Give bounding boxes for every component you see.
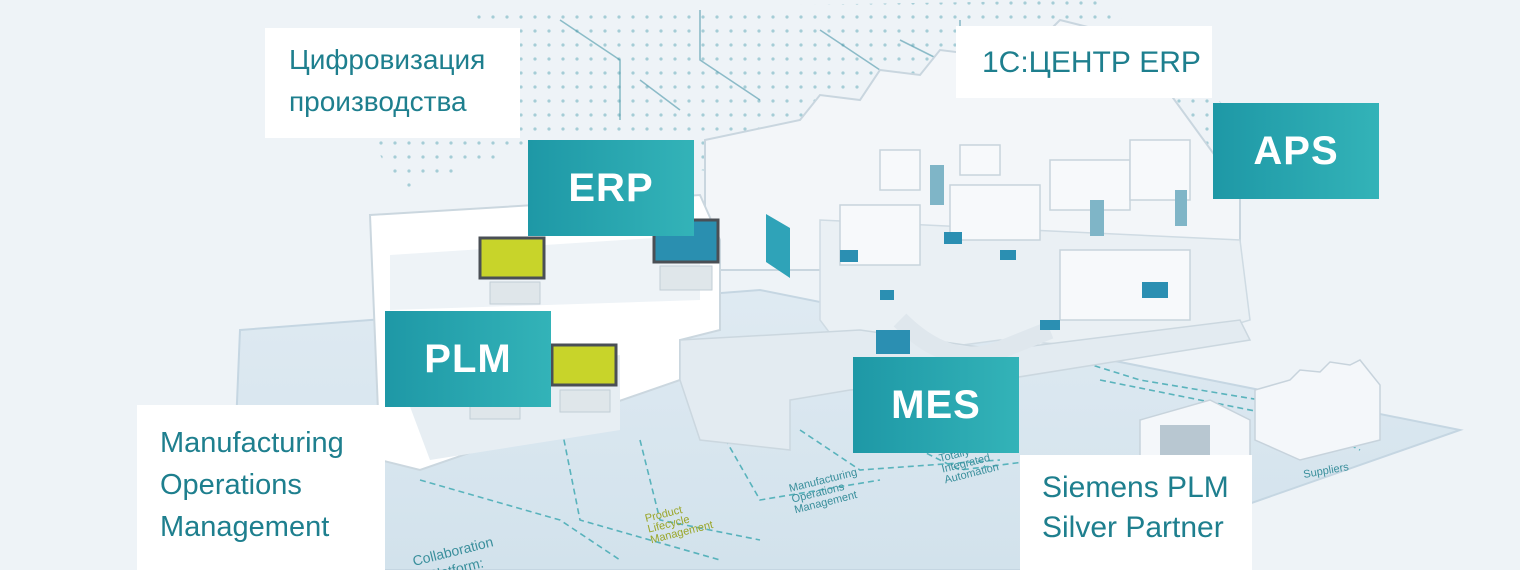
erp-tile-label: ERP — [568, 165, 654, 210]
erp-tile: ERP — [528, 140, 694, 236]
digitization-label-box: Цифровизация производства — [265, 28, 520, 138]
floor-label-product-lifecycle: Product Lifecycle Management — [644, 498, 715, 547]
center-erp-label: 1С:ЦЕНТР ERP — [982, 46, 1201, 79]
plm-tile: PLM — [385, 311, 551, 407]
center-erp-label-box: 1С:ЦЕНТР ERP — [956, 26, 1212, 98]
digitization-label-line2: производства — [289, 86, 467, 117]
partner-label-line1: Siemens PLM — [1042, 471, 1229, 504]
mom-label-line3: Management — [160, 511, 330, 543]
mom-label-line1: Manufacturing — [160, 427, 344, 459]
office-screens — [469, 214, 790, 420]
aps-tile: APS — [1213, 103, 1379, 199]
partner-label-line2: Silver Partner — [1042, 511, 1224, 544]
digitization-label-line1: Цифровизация — [289, 44, 486, 75]
mom-label-box: Manufacturing Operations Management — [137, 405, 385, 570]
mes-tile: MES — [853, 357, 1019, 453]
aps-tile-label: APS — [1253, 128, 1339, 173]
partner-label-box: Siemens PLM Silver Partner — [1020, 455, 1252, 570]
mom-label-line2: Operations — [160, 469, 302, 501]
mes-tile-label: MES — [891, 382, 981, 427]
plm-tile-label: PLM — [424, 336, 512, 381]
